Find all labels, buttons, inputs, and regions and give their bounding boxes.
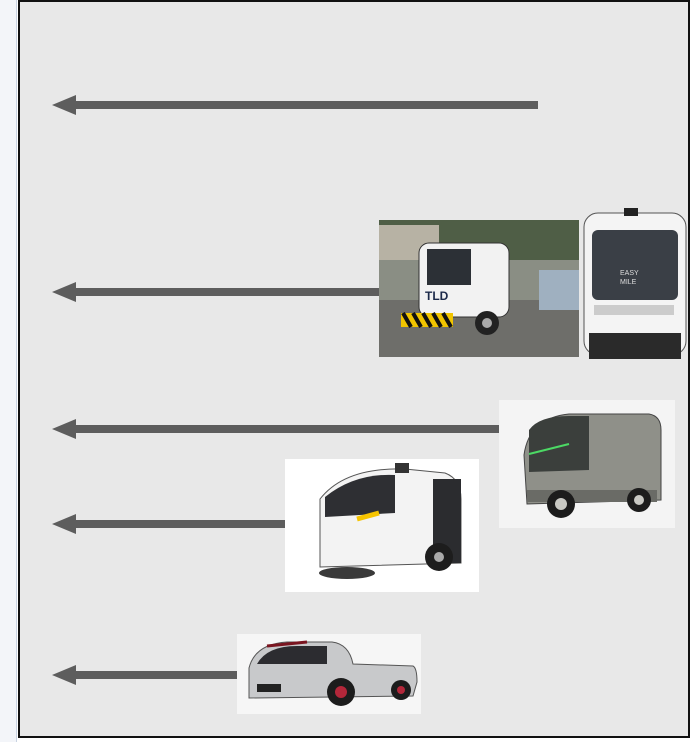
left-margin-strip: [0, 0, 17, 742]
arrow-shaft: [74, 671, 252, 679]
arrow-shaft: [74, 288, 382, 296]
arrow-2: [52, 282, 382, 302]
diagram-panel: TLD EASY MILE: [18, 0, 690, 738]
arrow-5: [52, 665, 252, 685]
autonomous-street-sweeper-image: [285, 459, 479, 592]
svg-text:MILE: MILE: [620, 279, 637, 286]
autonomous-tow-tractor-image: [237, 634, 421, 714]
arrow-shaft: [74, 425, 500, 433]
arrow-head: [52, 665, 76, 685]
tld-tractor-and-easymile-shuttle-image: TLD EASY MILE: [379, 205, 689, 367]
arrow-head: [52, 95, 76, 115]
arrow-head: [52, 514, 76, 534]
arrow-1: [52, 95, 538, 115]
arrow-shaft: [74, 520, 292, 528]
arrow-3: [52, 419, 500, 439]
arrow-head: [52, 419, 76, 439]
arrow-shaft: [74, 101, 538, 109]
arrow-head: [52, 282, 76, 302]
autonomous-delivery-pod-image: [499, 400, 675, 528]
svg-text:EASY: EASY: [620, 270, 639, 277]
svg-text:TLD: TLD: [425, 289, 449, 303]
arrow-4: [52, 514, 292, 534]
